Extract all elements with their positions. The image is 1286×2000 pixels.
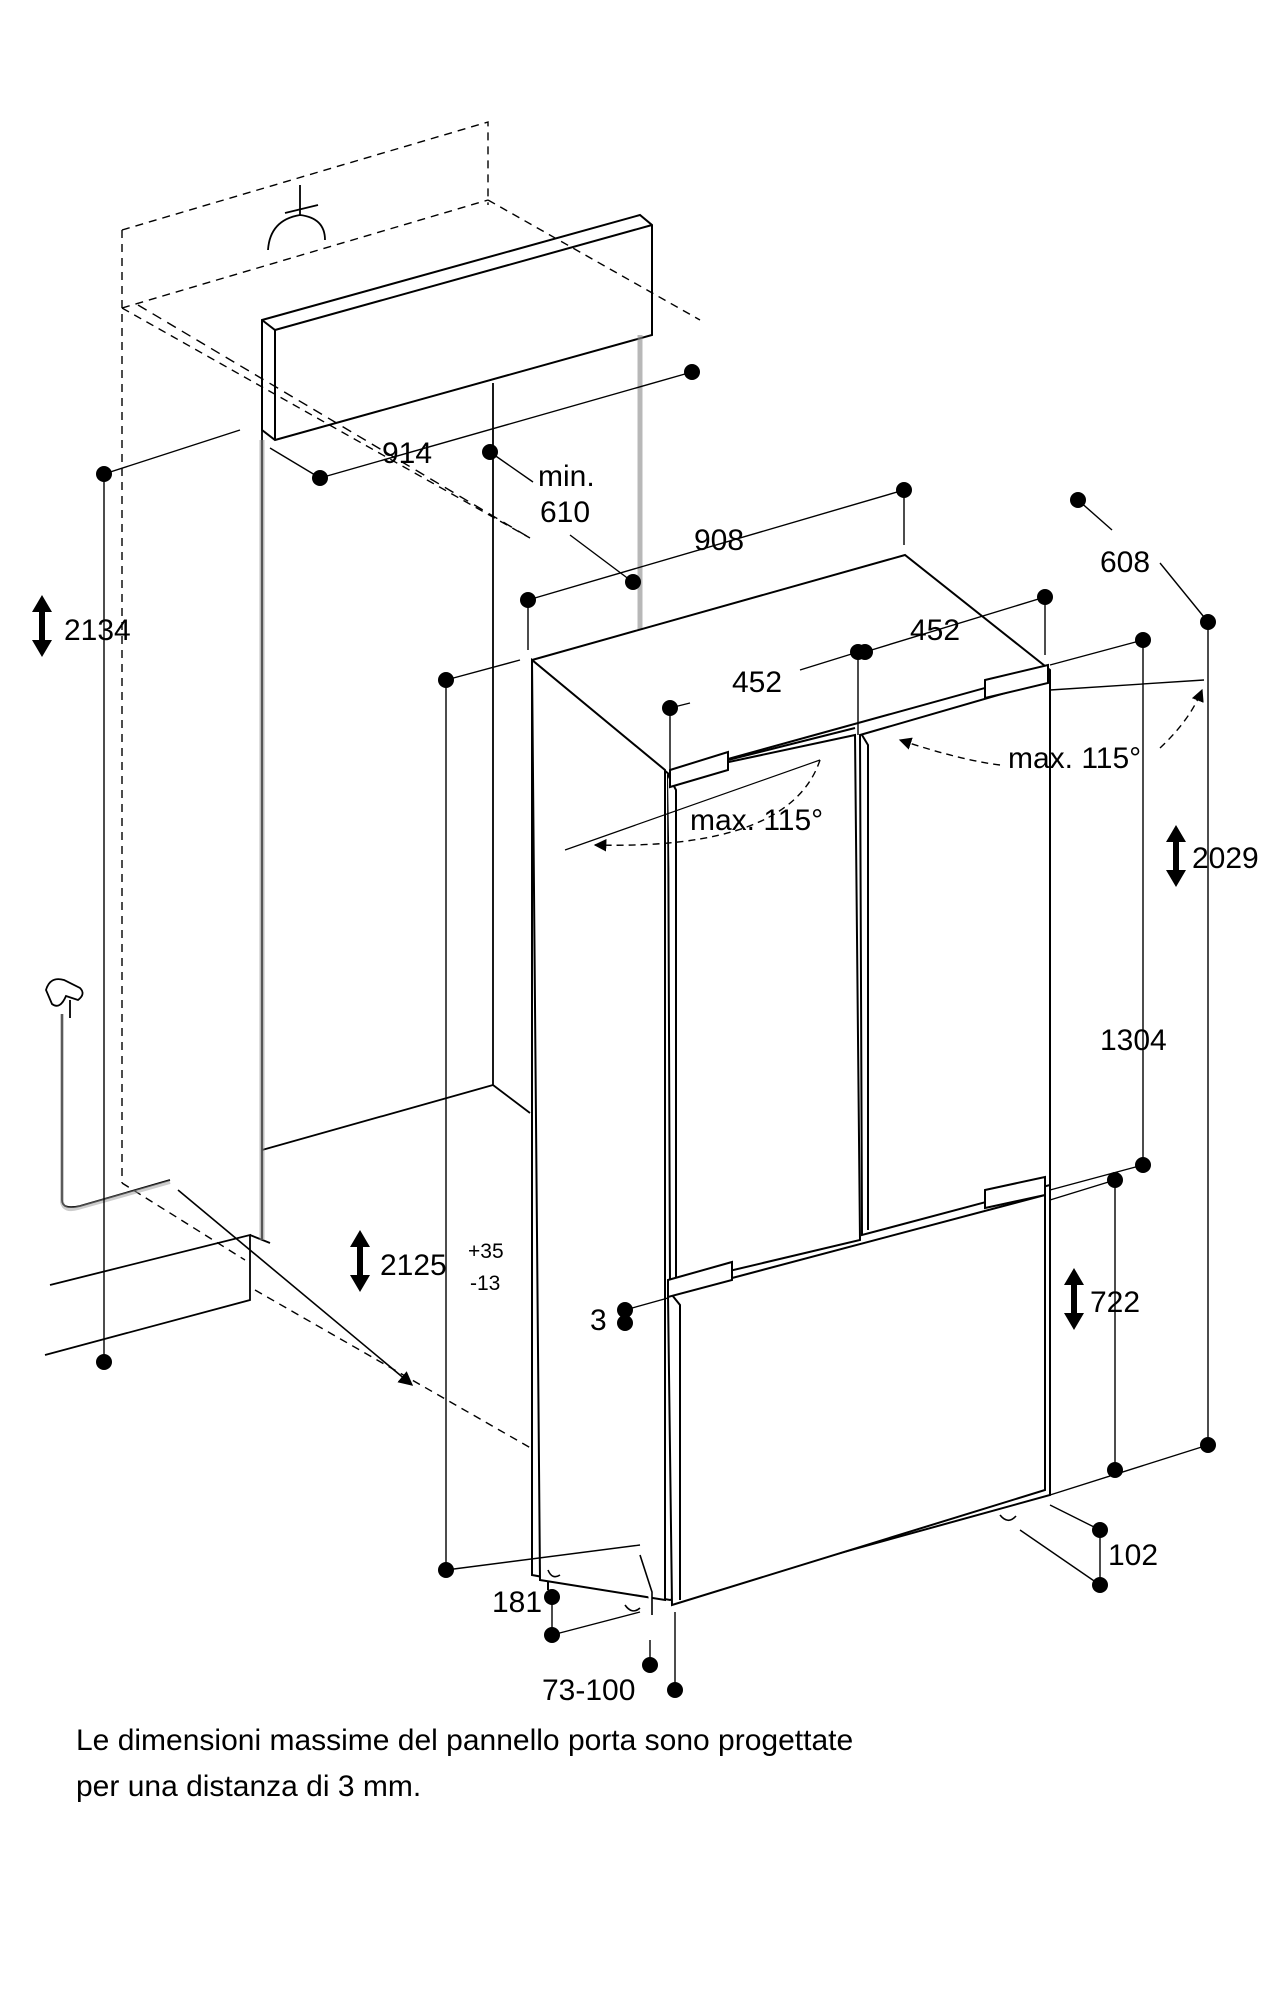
label-upper-door-height: 1304 [1100, 1024, 1167, 1057]
adjust-arrows [32, 595, 1186, 1330]
water-tap-icon [45, 978, 171, 1209]
label-niche-height: 2134 [64, 614, 131, 647]
note-line-1: Le dimensioni massime del pannello porta… [76, 1724, 854, 1757]
door-swing-arc-right [898, 737, 1001, 766]
label-door-width-left: 452 [732, 666, 782, 699]
note-line-2: per una distanza di 3 mm. [76, 1770, 422, 1803]
door-swing-line-left [564, 759, 821, 851]
up-down-arrow-icon-2 [1166, 825, 1186, 887]
dimension-dots [96, 364, 1216, 1698]
niche-outline [121, 121, 701, 1546]
niche-back-line [261, 1084, 494, 1151]
label-door-angle-left: max. 115° [690, 804, 823, 837]
label-niche-depth-min: min. [538, 460, 595, 493]
up-down-arrow-icon-4 [1064, 1268, 1084, 1330]
door-swing-arc-right-2 [1159, 688, 1204, 749]
label-plinth-height-range: 73-100 [542, 1674, 635, 1707]
label-appliance-height: 2029 [1192, 842, 1259, 875]
label-appliance-depth: 608 [1100, 546, 1150, 579]
water-line [60, 1014, 171, 1212]
label-adjustable-height: 2125 [380, 1249, 447, 1282]
ceiling-anchor-icon [267, 185, 326, 251]
label-plinth-depth: 181 [492, 1586, 542, 1619]
up-down-arrow-icon [32, 595, 52, 657]
label-plinth-height-right: 102 [1108, 1539, 1158, 1572]
door-left [666, 733, 862, 1287]
label-adjustable-minus: -13 [470, 1272, 500, 1295]
door-swing-arc-left [593, 759, 821, 852]
niche-left-wall [492, 383, 531, 1114]
installation-direction-arrow [177, 1189, 414, 1386]
up-down-arrow-icon-3 [350, 1230, 370, 1292]
label-door-gap: 3 [590, 1304, 607, 1337]
appliance-feet [547, 1514, 1017, 1615]
label-door-width-right: 452 [910, 614, 960, 647]
label-adjustable-plus: +35 [468, 1240, 504, 1263]
label-drawer-height: 722 [1090, 1286, 1140, 1319]
appliance-side-panel [530, 657, 666, 1602]
panel-dimension-note: Le dimensioni massime del pannello porta… [76, 1718, 1226, 1810]
door-handles-top [669, 663, 1049, 789]
label-niche-depth-value: 610 [540, 496, 590, 529]
dimension-lines [103, 371, 1209, 1690]
label-niche-width: 914 [382, 437, 432, 470]
label-door-angle-right: max. 115° [1008, 742, 1141, 775]
freezer-drawer [666, 1175, 1046, 1607]
top-panel [261, 213, 653, 442]
label-appliance-width: 908 [694, 524, 744, 557]
